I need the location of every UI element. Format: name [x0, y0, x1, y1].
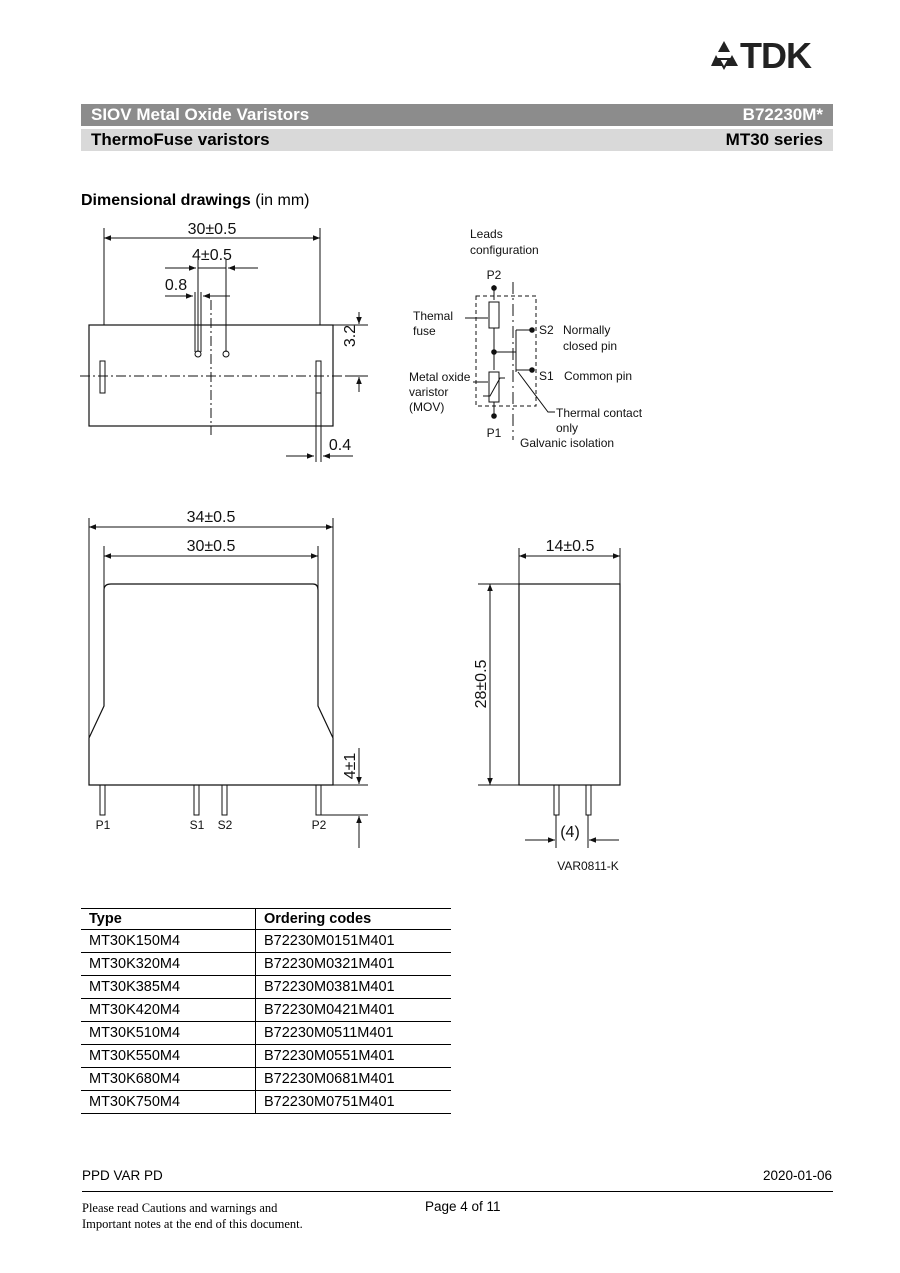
ordering-code-cell: B72230M0421M401 — [255, 998, 451, 1022]
side-thickness-label: 14±0.5 — [546, 538, 595, 555]
section-heading: Dimensional drawings (in mm) — [81, 192, 309, 210]
front-view — [88, 518, 368, 848]
top-view — [80, 228, 368, 462]
body-width-label: 30±0.5 — [187, 538, 236, 555]
s2-desc-1: Normally — [563, 323, 610, 337]
footer-note: Please read Cautions and warnings and Im… — [82, 1200, 303, 1232]
mov-label-1: Metal oxide — [409, 370, 471, 384]
type-cell: MT30K750M4 — [81, 1090, 256, 1114]
pin-p1-label: P1 — [487, 426, 502, 440]
fuse-label-1: Themal — [413, 309, 453, 323]
product-family: SIOV Metal Oxide Varistors — [91, 105, 310, 124]
type-cell: MT30K550M4 — [81, 1044, 256, 1068]
ordering-code-cell: B72230M0151M401 — [255, 929, 451, 953]
front-pin-p2-label: P2 — [312, 818, 327, 832]
series: MT30 series — [725, 130, 823, 149]
top-width-label: 30±0.5 — [188, 221, 237, 238]
front-pin-p1-label: P1 — [96, 818, 111, 832]
type-cell: MT30K385M4 — [81, 975, 256, 999]
type-cell: MT30K510M4 — [81, 1021, 256, 1045]
tdk-logo-icon — [711, 41, 738, 71]
ordering-code-cell: B72230M0681M401 — [255, 1067, 451, 1091]
ordering-code-cell: B72230M0551M401 — [255, 1044, 451, 1068]
type-cell: MT30K680M4 — [81, 1067, 256, 1091]
isolation-label: Galvanic isolation — [520, 436, 614, 450]
type-cell: MT30K420M4 — [81, 998, 256, 1022]
tdk-logo: TDK — [710, 35, 838, 76]
pin-s1-label: S1 — [539, 369, 554, 383]
type-cell: MT30K150M4 — [81, 929, 256, 953]
ordering-code-cell: B72230M0751M401 — [255, 1090, 451, 1114]
ordering-code-cell: B72230M0321M401 — [255, 952, 451, 976]
ordering-code-cell: B72230M0381M401 — [255, 975, 451, 999]
offset-label: 3.2 — [342, 325, 359, 347]
leads-configuration-schematic — [465, 282, 555, 440]
pin-pitch-label: (4) — [560, 824, 580, 841]
footer-date: 2020-01-06 — [762, 1168, 832, 1183]
ordering-code-cell: B72230M0511M401 — [255, 1021, 451, 1045]
table-header-ordering-code: Ordering codes — [255, 908, 451, 930]
side-view — [478, 548, 621, 848]
front-pin-s2-label: S2 — [218, 818, 233, 832]
pin-s2-label: S2 — [539, 323, 554, 337]
mov-label-3: (MOV) — [409, 400, 444, 414]
mov-label-2: varistor — [409, 385, 448, 399]
part-number: B72230M* — [742, 105, 823, 124]
footer-divider — [82, 1191, 833, 1192]
page-number: Page 4 of 11 — [425, 1199, 501, 1214]
front-pin-s1-label: S1 — [190, 818, 205, 832]
section-title: Dimensional drawings — [81, 192, 251, 209]
leads-config-title-1: Leads — [470, 227, 503, 241]
fuse-label-2: fuse — [413, 324, 436, 338]
pin-p2-label: P2 — [487, 268, 502, 282]
tdk-logo-text: TDK — [740, 38, 812, 72]
lead-thickness-label: 0.4 — [329, 437, 351, 454]
leads-config-title-2: configuration — [470, 243, 539, 257]
header-bar-primary: SIOV Metal Oxide Varistors B72230M* — [81, 104, 833, 126]
section-unit: (in mm) — [255, 192, 310, 209]
overall-width-label: 34±0.5 — [187, 509, 236, 526]
table-header-type: Type — [81, 908, 256, 930]
contact-label-1: Thermal contact — [556, 406, 643, 420]
lead-length-label: 4±1 — [342, 753, 359, 780]
header-bar-secondary: ThermoFuse varistors MT30 series — [81, 129, 833, 151]
s2-desc-2: closed pin — [563, 339, 617, 353]
contact-label-2: only — [556, 421, 578, 435]
type-cell: MT30K320M4 — [81, 952, 256, 976]
table-header-row: Type Ordering codes — [81, 908, 451, 930]
footer-department: PPD VAR PD — [82, 1168, 163, 1183]
pin-width-label: 0.8 — [165, 277, 187, 294]
footer-note-line-2: Important notes at the end of this docum… — [82, 1217, 303, 1231]
drawing-id: VAR0811-K — [557, 859, 619, 873]
subfamily: ThermoFuse varistors — [91, 130, 270, 149]
s1-desc: Common pin — [564, 369, 632, 383]
side-height-label: 28±0.5 — [473, 659, 490, 708]
pin-spacing-label: 4±0.5 — [192, 247, 232, 264]
footer-note-line-1: Please read Cautions and warnings and — [82, 1201, 278, 1215]
